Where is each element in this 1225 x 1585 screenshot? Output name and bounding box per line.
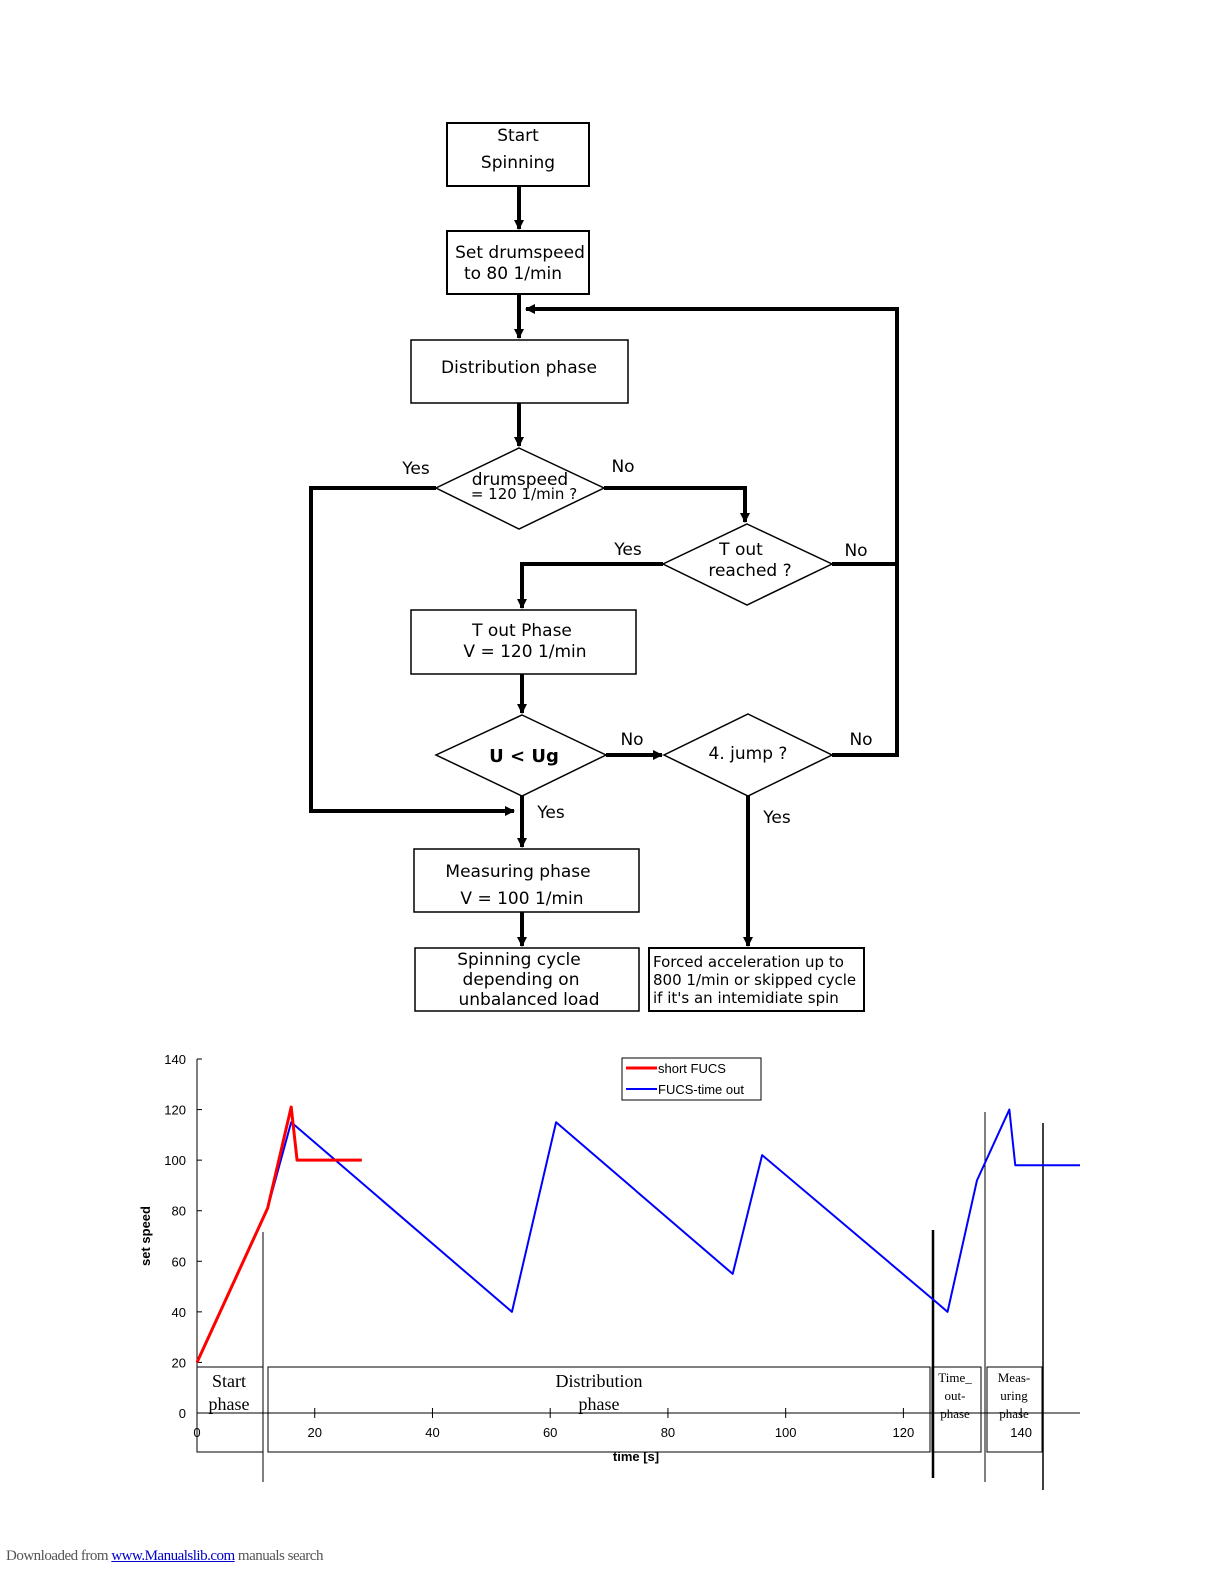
footer-suffix: manuals search	[237, 1548, 324, 1564]
y-tick-label: 80	[172, 1204, 186, 1219]
series-line-fucs-time-out	[196, 1108, 1080, 1363]
arrow-no-tout	[604, 486, 750, 523]
forced-labels: Forced acceleration up to 800 1/min or s…	[653, 953, 856, 1007]
x-axis-label: time [s]	[613, 1449, 659, 1464]
label-no-drumspeed: No	[611, 457, 634, 477]
phase-label: phase	[579, 1394, 620, 1414]
phase-label: Time_	[938, 1370, 972, 1385]
y-tick-label: 0	[179, 1406, 186, 1421]
decision-tout	[661, 523, 834, 606]
y-tick-label: 100	[164, 1153, 186, 1168]
phase-label: Meas-	[998, 1370, 1031, 1385]
y-axis-label: set speed	[138, 1206, 153, 1266]
start-label-1: Start	[497, 126, 539, 146]
decision-u-label: U < Ug	[489, 746, 559, 767]
decision-tout-label-1: T out	[718, 540, 763, 560]
phase-label: Start	[212, 1371, 246, 1391]
spin-label-3: unbalanced load	[458, 990, 599, 1010]
decision-tout-label-2: reached ?	[708, 561, 791, 581]
measuring-label-2: V = 100 1/min	[460, 889, 583, 909]
spin-label-2: depending on	[463, 970, 580, 990]
legend-label: short FUCS	[658, 1061, 726, 1076]
yes-no-labels: Yes No Yes No No No Yes Yes	[401, 457, 872, 828]
y-tick-label: 40	[172, 1305, 186, 1320]
x-tick-label: 20	[307, 1425, 321, 1440]
x-tick-label: 80	[661, 1425, 675, 1440]
phase-label: phase	[209, 1394, 250, 1414]
label-no-u: No	[620, 730, 643, 750]
phase-label: phase	[999, 1406, 1029, 1421]
spinning-cycle-box	[414, 947, 640, 1012]
distribution-label: Distribution phase	[441, 358, 597, 378]
label-yes-tout: Yes	[613, 540, 642, 560]
phase-label: out-	[945, 1388, 966, 1403]
phase-label: uring	[1000, 1388, 1028, 1403]
set-label-1: Set drumspeed	[455, 243, 585, 263]
label-no-jump: No	[849, 730, 872, 750]
measuring-box	[413, 848, 640, 913]
forced-label-2: 800 1/min or skipped cycle	[653, 971, 856, 989]
y-tick-label: 60	[172, 1254, 186, 1269]
decision-jump-label: 4. jump ?	[709, 744, 788, 764]
footer-link[interactable]: www.Manualslib.com	[111, 1548, 235, 1564]
footer: Downloaded from www.Manualslib.com manua…	[6, 1548, 323, 1565]
x-tick-label: 140	[1010, 1425, 1032, 1440]
decision-drumspeed-label-2: = 120 1/min ?	[471, 485, 577, 503]
flowchart-labels: Start Spinning Set drumspeed to 80 1/min…	[441, 126, 792, 1010]
measuring-label-1: Measuring phase	[445, 862, 590, 882]
arrow-yes-toutphase	[517, 562, 663, 609]
decision-drumspeed-label-1: drumspeed	[472, 470, 568, 490]
spin-label-1: Spinning cycle	[457, 950, 580, 970]
loop-back-line	[525, 304, 899, 566]
arrow-jump-no	[832, 564, 899, 757]
start-label-2: Spinning	[481, 153, 555, 173]
label-yes-u: Yes	[536, 803, 565, 823]
y-tick-label: 140	[164, 1052, 186, 1067]
phase-label: Distribution	[555, 1371, 642, 1391]
decision-drumspeed	[434, 447, 606, 530]
flowchart	[309, 122, 899, 1012]
phase-box	[986, 1366, 1043, 1453]
forced-label-3: if it's an intemidiate spin	[653, 989, 839, 1007]
footer-prefix: Downloaded from	[6, 1548, 109, 1564]
y-tick-label: 20	[172, 1355, 186, 1370]
set-label-2: to 80 1/min	[464, 264, 562, 284]
forced-label-1: Forced acceleration up to	[653, 953, 844, 971]
series-line-short-fucs	[195, 1105, 362, 1364]
x-tick-label: 60	[543, 1425, 557, 1440]
label-yes-jump: Yes	[762, 808, 791, 828]
forced-box	[648, 947, 865, 1012]
label-no-tout: No	[844, 541, 867, 561]
x-tick-label: 100	[775, 1425, 797, 1440]
label-yes-drumspeed: Yes	[401, 459, 430, 479]
x-tick-label: 40	[425, 1425, 439, 1440]
legend-box	[621, 1057, 762, 1101]
y-tick-label: 120	[164, 1103, 186, 1118]
arrow-yes-left-bypass	[309, 486, 515, 816]
tout-phase-label-1: T out Phase	[471, 621, 572, 641]
phase-box	[267, 1366, 931, 1453]
legend-label: FUCS-time out	[658, 1082, 744, 1097]
phase-label: phase	[940, 1406, 970, 1421]
tout-phase-label-2: V = 120 1/min	[463, 642, 586, 662]
x-tick-label: 120	[893, 1425, 915, 1440]
